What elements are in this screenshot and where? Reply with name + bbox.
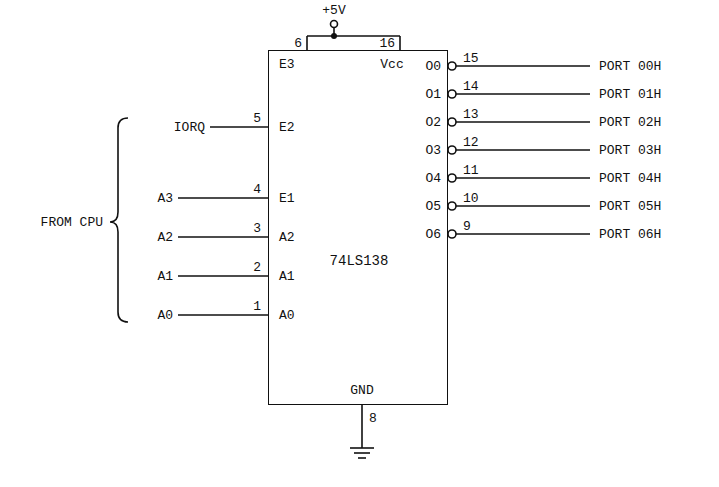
pin-number: 16: [378, 36, 396, 51]
pin-name: E2: [278, 120, 296, 135]
pin-number: 3: [252, 221, 262, 236]
pin-name: A0: [278, 308, 296, 323]
pin-number: 11: [462, 163, 480, 178]
pin-name: O5: [424, 199, 442, 214]
port-label: PORT 05H: [598, 199, 662, 214]
pin-number: 1: [252, 299, 262, 314]
pin-name: O4: [424, 171, 442, 186]
pin-number: 9: [462, 219, 472, 234]
pin-name: A2: [278, 230, 296, 245]
pin-name: A1: [278, 269, 296, 284]
port-label: PORT 00H: [598, 59, 662, 74]
pin-number: 14: [462, 79, 480, 94]
port-label: PORT 02H: [598, 115, 662, 130]
pin-name: O1: [424, 87, 442, 102]
port-label: PORT 03H: [598, 143, 662, 158]
pin-number: 5: [252, 111, 262, 126]
port-label: PORT 06H: [598, 227, 662, 242]
pin-number: 6: [293, 36, 303, 51]
chip-name: 74LS138: [330, 254, 389, 268]
pin-name: Vcc: [379, 57, 404, 72]
pin-name: GND: [349, 383, 374, 398]
pin-name: O6: [424, 227, 442, 242]
chip-box: 74LS138: [268, 50, 448, 405]
junction-dot: [331, 33, 337, 39]
pin-name: E3: [278, 57, 296, 72]
pin-number: 13: [462, 107, 480, 122]
pin-number: 10: [462, 191, 480, 206]
signal-name: IORQ: [173, 120, 206, 135]
pin-name: O3: [424, 143, 442, 158]
bus-label: FROM CPU: [40, 215, 104, 230]
pin-number: 2: [252, 260, 262, 275]
supply-label: +5V: [321, 3, 346, 18]
pin-number: 4: [252, 182, 262, 197]
pin-number: 12: [462, 135, 480, 150]
pin-number: 8: [368, 411, 378, 426]
pin-name: O0: [424, 59, 442, 74]
signal-name: A2: [156, 230, 174, 245]
port-label: PORT 01H: [598, 87, 662, 102]
signal-name: A1: [156, 269, 174, 284]
signal-name: A3: [156, 191, 174, 206]
pin-number: 15: [462, 51, 480, 66]
pin-name: O2: [424, 115, 442, 130]
pin-name: E1: [278, 191, 296, 206]
port-label: PORT 04H: [598, 171, 662, 186]
signal-name: A0: [156, 308, 174, 323]
